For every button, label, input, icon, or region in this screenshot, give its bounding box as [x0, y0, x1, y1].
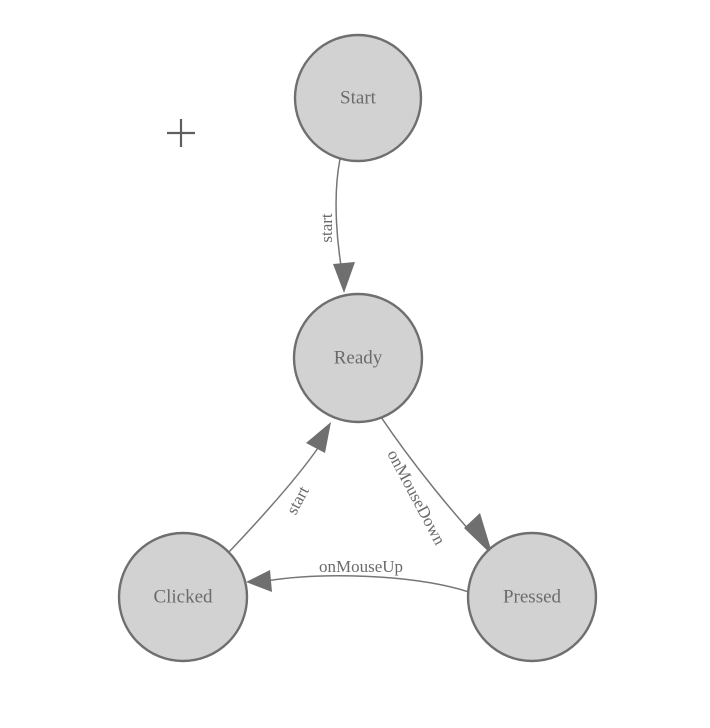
node-start[interactable]: Start	[293, 33, 423, 163]
edge-label-start-to-ready: start	[317, 213, 336, 243]
node-pressed[interactable]: Pressed	[466, 531, 598, 663]
arrowhead-pressed-to-clicked	[246, 570, 272, 592]
arrowhead-clicked-to-ready	[306, 422, 331, 453]
edge-start-to-ready[interactable]: start	[317, 158, 355, 293]
node-clicked-circle[interactable]	[117, 531, 249, 663]
node-ready-circle[interactable]	[292, 292, 424, 424]
node-ready[interactable]: Ready	[292, 292, 424, 424]
node-ready-label: Ready	[334, 347, 383, 368]
node-start-circle[interactable]	[293, 33, 423, 163]
node-clicked[interactable]: Clicked	[117, 531, 249, 663]
edge-path-start-to-ready	[335, 158, 343, 273]
node-clicked-label: Clicked	[153, 586, 213, 607]
node-pressed-circle[interactable]	[466, 531, 598, 663]
edge-path-pressed-to-clicked	[265, 575, 470, 593]
edge-ready-to-pressed[interactable]: onMouseDown	[380, 416, 493, 556]
node-pressed-label: Pressed	[503, 586, 562, 607]
edge-label-pressed-to-clicked: onMouseUp	[319, 557, 403, 576]
arrowhead-ready-to-pressed	[464, 513, 493, 556]
edge-clicked-to-ready[interactable]: start	[228, 422, 331, 553]
node-start-label: Start	[340, 87, 377, 108]
crosshair-icon	[167, 119, 195, 147]
edge-path-clicked-to-ready	[228, 447, 319, 553]
edge-pressed-to-clicked[interactable]: onMouseUp	[246, 557, 470, 593]
arrowhead-start-to-ready	[333, 262, 355, 293]
edge-label-ready-to-pressed: onMouseDown	[383, 447, 449, 549]
